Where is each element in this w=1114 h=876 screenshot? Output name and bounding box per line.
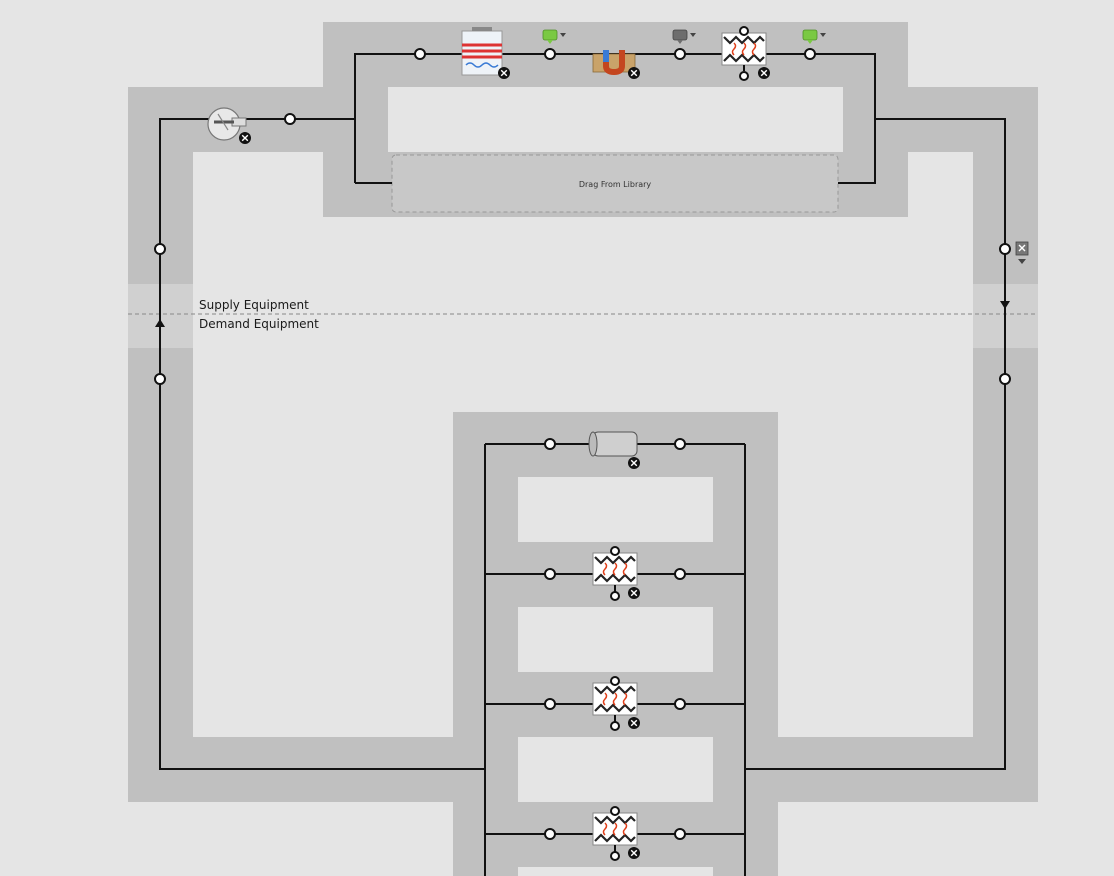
loop-settings-icon[interactable] xyxy=(1015,241,1029,264)
node-branch-4[interactable] xyxy=(804,48,816,60)
water-coil-icon[interactable] xyxy=(591,806,641,861)
ground-heat-exchanger-icon[interactable] xyxy=(592,50,641,80)
flow-down-arrow-icon xyxy=(1000,301,1010,309)
node-coil-1-out[interactable] xyxy=(674,568,686,580)
supply-demand-divider xyxy=(128,284,1038,348)
node-supply-inlet-outlet[interactable] xyxy=(284,113,296,125)
node-coil-2-in[interactable] xyxy=(544,698,556,710)
pipe-icon[interactable] xyxy=(588,431,641,470)
node-coil-3-out[interactable] xyxy=(674,828,686,840)
demand-nodes[interactable] xyxy=(154,373,1011,840)
node-supply-right[interactable] xyxy=(999,243,1011,255)
drag-from-library-dropzone[interactable]: Drag From Library xyxy=(391,154,839,213)
node-supply-left[interactable] xyxy=(154,243,166,255)
water-coil-icon[interactable] xyxy=(591,546,641,601)
node-branch-2[interactable] xyxy=(544,48,556,60)
node-demand-pipe-out[interactable] xyxy=(674,438,686,450)
supply-nodes[interactable] xyxy=(154,48,1011,255)
node-demand-right[interactable] xyxy=(999,373,1011,385)
pump-icon[interactable] xyxy=(207,107,252,145)
drag-from-library-label: Drag From Library xyxy=(579,180,652,189)
cooling-tower-icon[interactable] xyxy=(461,27,511,80)
demand-equipment-label: Demand Equipment xyxy=(199,317,319,331)
node-branch-1[interactable] xyxy=(414,48,426,60)
node-branch-3[interactable] xyxy=(674,48,686,60)
flow-up-arrow-icon xyxy=(155,319,165,327)
node-demand-pipe-in[interactable] xyxy=(544,438,556,450)
water-coil-icon[interactable] xyxy=(591,676,641,731)
supply-equipment-label: Supply Equipment xyxy=(199,298,309,312)
node-coil-3-in[interactable] xyxy=(544,828,556,840)
node-coil-2-out[interactable] xyxy=(674,698,686,710)
band-holes xyxy=(388,87,843,876)
heat-exchanger-icon[interactable] xyxy=(720,26,771,81)
node-coil-1-in[interactable] xyxy=(544,568,556,580)
node-demand-left[interactable] xyxy=(154,373,166,385)
